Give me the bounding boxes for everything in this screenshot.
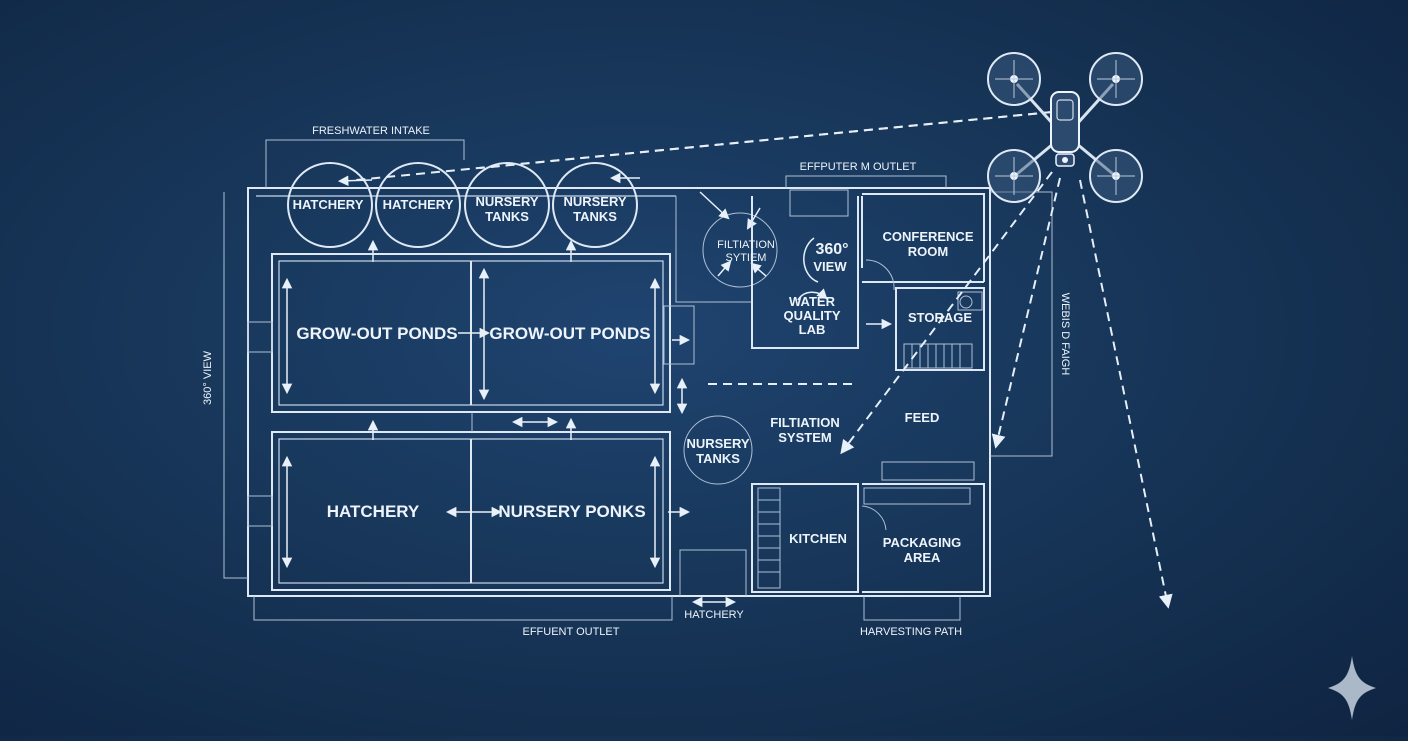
filtration-room bbox=[675, 191, 859, 349]
freshwater-intake-label: FRESHWATER INTAKE bbox=[312, 125, 430, 137]
stairs-icon bbox=[903, 343, 973, 369]
lower-ponds bbox=[271, 412, 691, 591]
drone-sight-lines bbox=[355, 111, 1173, 609]
hatchery-tank-2-label: HATCHERY bbox=[383, 197, 454, 212]
hatchery-pond-label: HATCHERY bbox=[327, 502, 420, 521]
drone-icon bbox=[987, 52, 1143, 203]
view-360-center-label: 360°VIEW bbox=[813, 241, 848, 274]
kitchen-label: KITCHEN bbox=[789, 531, 847, 546]
grow-out-ponds-left-label: GROW-OUT PONDS bbox=[296, 324, 457, 343]
kitchen-packaging bbox=[679, 461, 985, 621]
effluent-outlet-top-label: EFFPUTER M OUTLET bbox=[800, 161, 917, 173]
right-vertical-label: WEBIS D FAIGH bbox=[1059, 293, 1071, 376]
storage-label: STORAGE bbox=[908, 310, 972, 325]
top-tanks bbox=[287, 162, 640, 262]
hatchery-tank-1-label: HATCHERY bbox=[293, 197, 364, 212]
sparkle-icon bbox=[1328, 656, 1376, 720]
nursery-ponks-label: NURSERY PONKS bbox=[498, 502, 645, 521]
harvesting-path-label: HARVESTING PATH bbox=[860, 626, 962, 638]
east-rooms bbox=[789, 189, 985, 371]
nursery-tanks-circle bbox=[683, 415, 753, 485]
view-360-side-label: 360° VIEW bbox=[202, 350, 214, 405]
west-wall-notches bbox=[247, 321, 273, 527]
sink-icon bbox=[957, 291, 983, 311]
feed-label: FEED bbox=[905, 410, 940, 425]
effluent-outlet-bottom-label: EFFUENT OUTLET bbox=[523, 626, 620, 638]
grow-out-ponds-right-label: GROW-OUT PONDS bbox=[489, 324, 650, 343]
hatchery-bottom-label: HATCHERY bbox=[684, 609, 744, 621]
stairs-icon bbox=[757, 487, 781, 589]
